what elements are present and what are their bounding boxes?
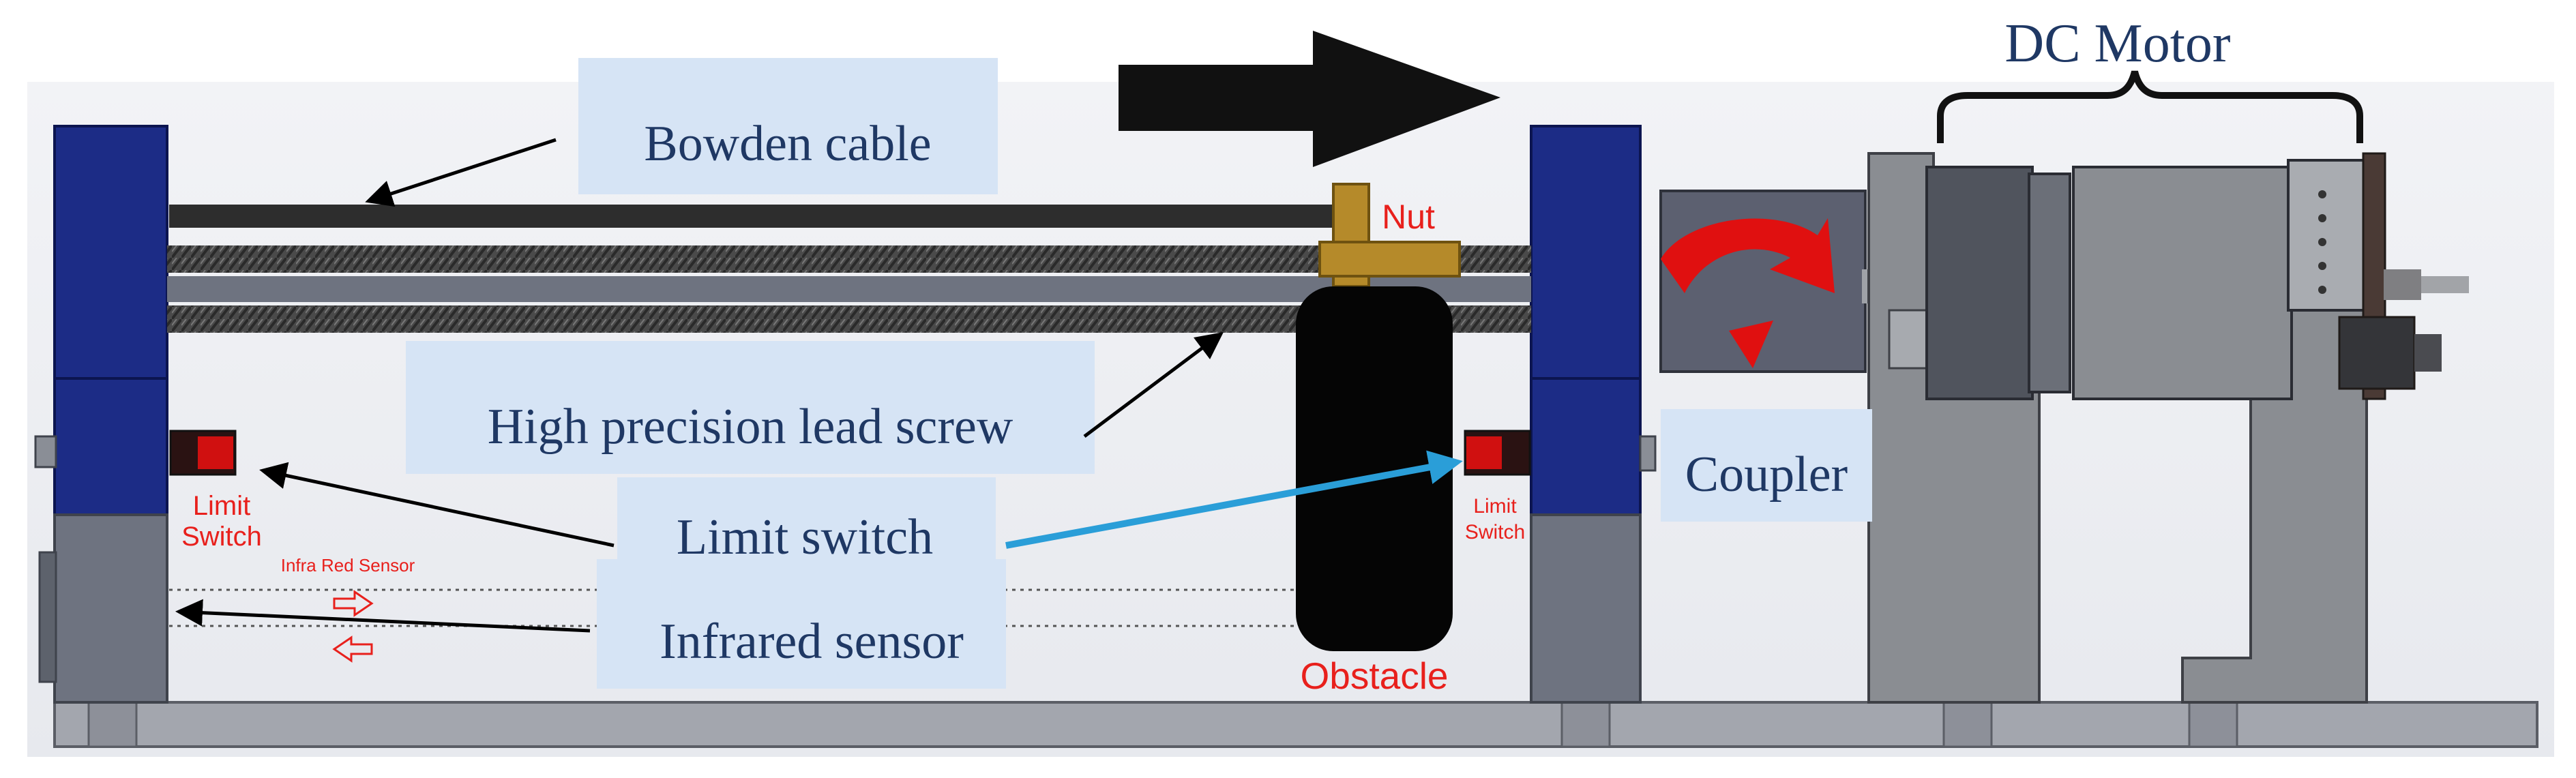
lead-screw-label: High precision lead screw — [488, 399, 1013, 455]
motor-brace — [1937, 70, 2363, 143]
obstacle-label: Obstacle — [1300, 655, 1448, 697]
callout-box-coupler — [1661, 409, 1872, 522]
limit-switch-left-label-line1: Limit — [193, 491, 250, 521]
nut-label: Nut — [1382, 198, 1435, 236]
coupler — [1659, 190, 1882, 373]
nut — [1318, 183, 1461, 288]
callout-box-infrared-sensor — [597, 559, 1006, 689]
limit-switch-right — [1464, 430, 1531, 476]
limit-switch-right-pointer-arrow — [1005, 450, 1463, 549]
base-rail — [53, 701, 2538, 748]
dc-motor-label: DC Motor — [2004, 14, 2230, 74]
limit-switch-left — [169, 430, 237, 476]
limit-switch-left-pointer-arrow — [259, 462, 615, 548]
infrared-sensor-pointer-arrow — [175, 599, 591, 633]
rotation-arrow-icon — [1661, 218, 1835, 293]
right-end-frame — [1530, 125, 1657, 704]
motion-direction-arrow-icon — [1119, 31, 1500, 167]
infrared-sensor-beams — [169, 588, 1296, 663]
infra-red-sensor-label: Infra Red Sensor — [281, 555, 415, 575]
bowden-cable-pointer-arrow — [365, 138, 557, 207]
limit-switch-right-label-line2: Switch — [1465, 521, 1525, 543]
limit-switch-right-label-line1: Limit — [1473, 495, 1517, 518]
beam-left-arrow-icon — [332, 635, 373, 663]
coupler-label: Coupler — [1685, 447, 1848, 503]
obstacle — [1296, 286, 1453, 651]
beam-right-arrow-icon — [333, 590, 374, 617]
callout-box-bowden-cable — [578, 58, 998, 194]
rotation-arrow-head-icon — [1729, 320, 1773, 368]
bowden-cable-label: Bowden cable — [644, 116, 931, 172]
lead-screw-pointer-arrow — [1083, 332, 1224, 438]
dc-motor-assembly — [1867, 152, 2469, 704]
limit-switch-label: Limit switch — [677, 509, 933, 565]
callout-box-lead-screw — [406, 341, 1095, 474]
infrared-sensor-label: Infrared sensor — [660, 614, 964, 670]
limit-switch-left-label-line2: Switch — [181, 522, 262, 552]
left-end-frame — [34, 125, 168, 704]
bowden-cable — [169, 205, 1349, 228]
